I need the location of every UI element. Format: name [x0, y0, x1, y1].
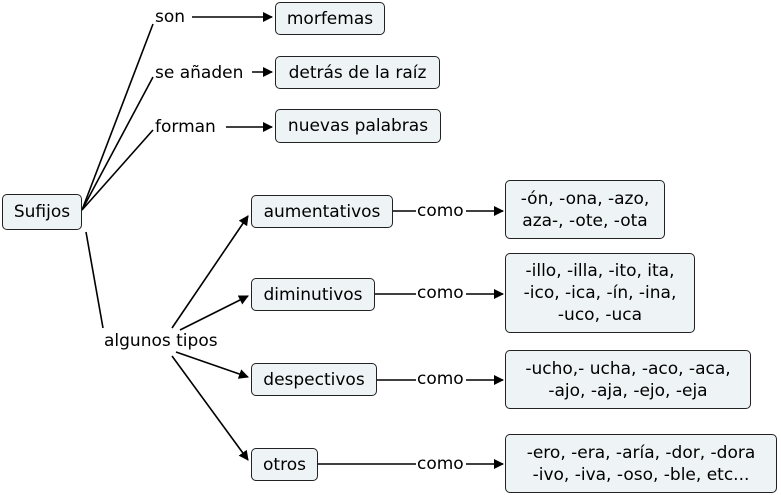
concept-morfemas-label: morfemas [286, 8, 374, 29]
type-despectivos-label: despectivos [263, 369, 365, 390]
arrow-tipos-diminutivos [179, 295, 249, 331]
concept-detras-raiz[interactable]: detrás de la raíz [275, 56, 440, 89]
line-root-son [81, 23, 154, 211]
concept-morfemas[interactable]: morfemas [275, 2, 385, 35]
examples-diminutivos[interactable]: -illo, -illa, -ito, ita, -ico, -ica, -ín… [505, 253, 695, 333]
type-otros-label: otros [263, 454, 306, 475]
examples-aumentativos-text: -ón, -ona, -azo, aza-, -ote, -ota [520, 188, 650, 231]
root-node[interactable]: Sufijos [2, 194, 82, 230]
concept-detras-raiz-label: detrás de la raíz [288, 62, 427, 83]
type-aumentativos[interactable]: aumentativos [251, 195, 393, 228]
link-se-anaden: se añaden [154, 63, 245, 83]
examples-despectivos[interactable]: -ucho,- ucha, -aco, -aca, -ajo, -aja, -e… [505, 350, 751, 409]
type-aumentativos-label: aumentativos [263, 201, 381, 222]
line-root-tipos [85, 231, 104, 329]
arrow-tipos-aumentativos [171, 215, 249, 329]
root-label: Sufijos [13, 202, 71, 222]
line-root-anaden [81, 76, 154, 211]
link-como-despectivos: como [416, 369, 465, 389]
type-diminutivos[interactable]: diminutivos [251, 278, 375, 311]
examples-otros-text: -ero, -era, -aría, -dor, -dora -ivo, -iv… [526, 442, 756, 485]
link-algunos-tipos: algunos tipos [103, 331, 219, 351]
examples-otros[interactable]: -ero, -era, -aría, -dor, -dora -ivo, -iv… [505, 434, 777, 493]
link-son: son [154, 7, 187, 27]
link-forman: forman [154, 117, 217, 137]
concept-nuevas-palabras-label: nuevas palabras [287, 116, 429, 136]
examples-diminutivos-text: -illo, -illa, -ito, ita, -ico, -ica, -ín… [523, 261, 677, 325]
link-como-otros: como [416, 454, 465, 474]
type-despectivos[interactable]: despectivos [251, 363, 377, 396]
line-root-forman [81, 129, 154, 211]
arrow-tipos-otros [171, 355, 249, 461]
examples-despectivos-text: -ucho,- ucha, -aco, -aca, -ajo, -aja, -e… [525, 358, 731, 401]
arrow-tipos-despectivos [175, 351, 249, 379]
examples-aumentativos[interactable]: -ón, -ona, -azo, aza-, -ote, -ota [505, 180, 665, 239]
link-como-aumentativos: como [416, 201, 465, 221]
type-otros[interactable]: otros [251, 448, 318, 481]
link-como-diminutivos: como [416, 283, 465, 303]
concept-nuevas-palabras[interactable]: nuevas palabras [275, 109, 441, 143]
type-diminutivos-label: diminutivos [263, 284, 363, 305]
